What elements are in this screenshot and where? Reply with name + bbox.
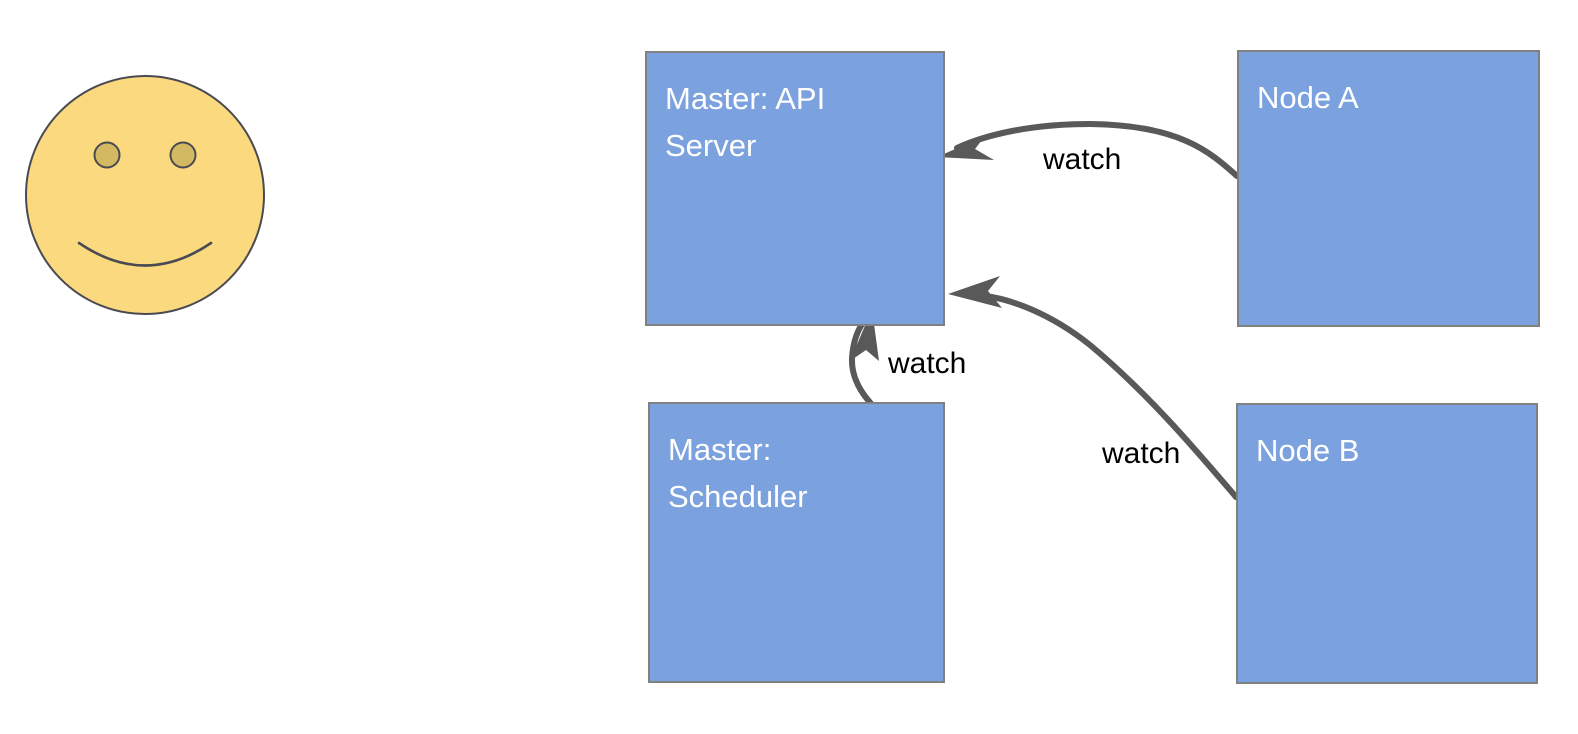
edge-label-node-b-watch: watch bbox=[1102, 437, 1181, 470]
node-label-api-server: Master: API Server bbox=[665, 81, 826, 163]
node-box-node-b[interactable]: Node B bbox=[1236, 403, 1538, 684]
node-box-scheduler[interactable]: Master: Scheduler bbox=[648, 402, 945, 683]
smiley-face bbox=[25, 75, 265, 315]
edge-node-a-to-api-server bbox=[937, 120, 1240, 179]
smiley-face-circle bbox=[25, 75, 265, 315]
node-label-scheduler: Master: Scheduler bbox=[668, 432, 808, 514]
edge-node-b-to-api-server bbox=[948, 276, 1239, 500]
node-box-api-server[interactable]: Master: API Server bbox=[645, 51, 945, 326]
edge-node-a-path bbox=[954, 120, 1240, 179]
smiley-eye-right-icon bbox=[169, 141, 197, 169]
node-label-node-a: Node A bbox=[1257, 80, 1359, 115]
edge-label-scheduler-watch: watch bbox=[888, 347, 967, 380]
edge-node-a-arrowhead bbox=[937, 136, 994, 160]
edge-node-b-path bbox=[982, 293, 1239, 500]
edge-node-b-arrowhead bbox=[948, 276, 1002, 308]
node-box-node-a[interactable]: Node A bbox=[1237, 50, 1540, 327]
smiley-mouth-arc bbox=[77, 241, 213, 267]
node-label-node-b: Node B bbox=[1256, 433, 1360, 468]
smiley-eye-left-icon bbox=[93, 141, 121, 169]
edge-label-node-a-watch: watch bbox=[1043, 143, 1122, 176]
